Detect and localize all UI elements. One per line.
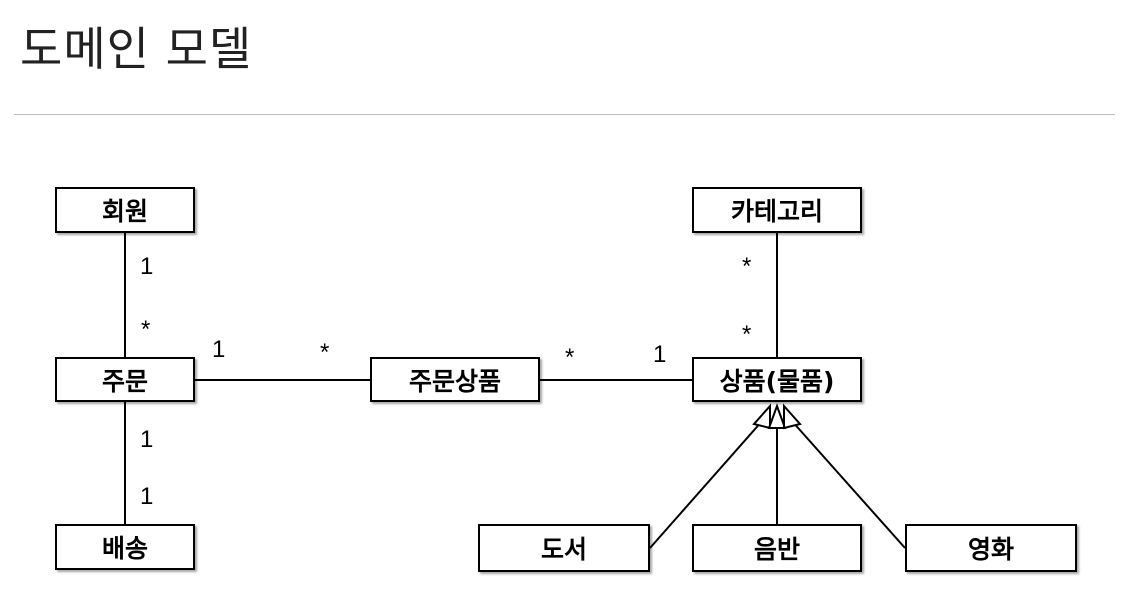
multiplicity-category-side: *: [742, 253, 752, 280]
entity-item: 상품(물품): [692, 357, 862, 402]
movie-inheritance-arrow: [783, 403, 802, 430]
entity-order-item: 주문상품: [370, 357, 540, 402]
entity-book: 도서: [478, 524, 650, 572]
movie-inheritance-line: [790, 419, 906, 549]
multiplicity-orderitem-side-item: *: [565, 344, 575, 371]
multiplicity-order-side-member: *: [141, 316, 151, 343]
entity-movie: 영화: [905, 524, 1077, 572]
page-title: 도메인 모델: [20, 22, 253, 76]
entity-delivery: 배송: [55, 524, 195, 570]
multiplicity-orderitem-side-order: *: [320, 339, 330, 366]
multiplicity-delivery-side: 1: [140, 483, 154, 510]
album-inheritance-arrow: [767, 403, 787, 429]
multiplicity-member-side: 1: [140, 253, 154, 280]
book-inheritance-line: [649, 419, 764, 549]
entity-order: 주문: [55, 357, 195, 402]
multiplicity-item-side-category: *: [742, 321, 752, 348]
book-inheritance-arrow: [752, 403, 771, 430]
title-divider: [14, 114, 1115, 115]
entity-album: 음반: [692, 524, 862, 572]
multiplicity-item-side-orderitem: 1: [653, 341, 667, 368]
entity-category: 카테고리: [692, 187, 862, 233]
entity-member: 회원: [55, 187, 195, 233]
multiplicity-order-side-orderitem: 1: [212, 336, 226, 363]
multiplicity-order-side-delivery: 1: [140, 426, 154, 453]
